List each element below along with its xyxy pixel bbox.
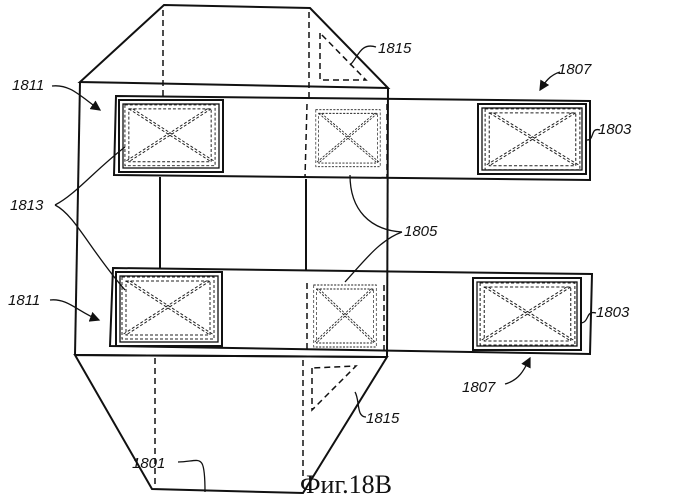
- label-1811-top: 1811: [12, 77, 44, 94]
- label-1805: 1805: [404, 223, 438, 240]
- strip-1803-top: [114, 96, 590, 180]
- label-1811-bottom: 1811: [8, 292, 40, 309]
- triangle-1815-bottom: [312, 366, 356, 410]
- label-1815-top: 1815: [378, 40, 412, 57]
- body-1801: [75, 5, 388, 493]
- label-1803-bottom: 1803: [596, 304, 630, 321]
- label-1807-top: 1807: [558, 61, 592, 78]
- label-1807-bottom: 1807: [462, 379, 496, 396]
- figure-caption: Фиг.18B: [300, 470, 392, 499]
- label-1815-bottom: 1815: [366, 410, 400, 427]
- label-1801: 1801: [132, 455, 165, 472]
- strip-1803-bottom: [110, 268, 592, 354]
- triangle-1815-top: [320, 33, 366, 80]
- label-1803-top: 1803: [598, 121, 632, 138]
- label-1813: 1813: [10, 197, 44, 214]
